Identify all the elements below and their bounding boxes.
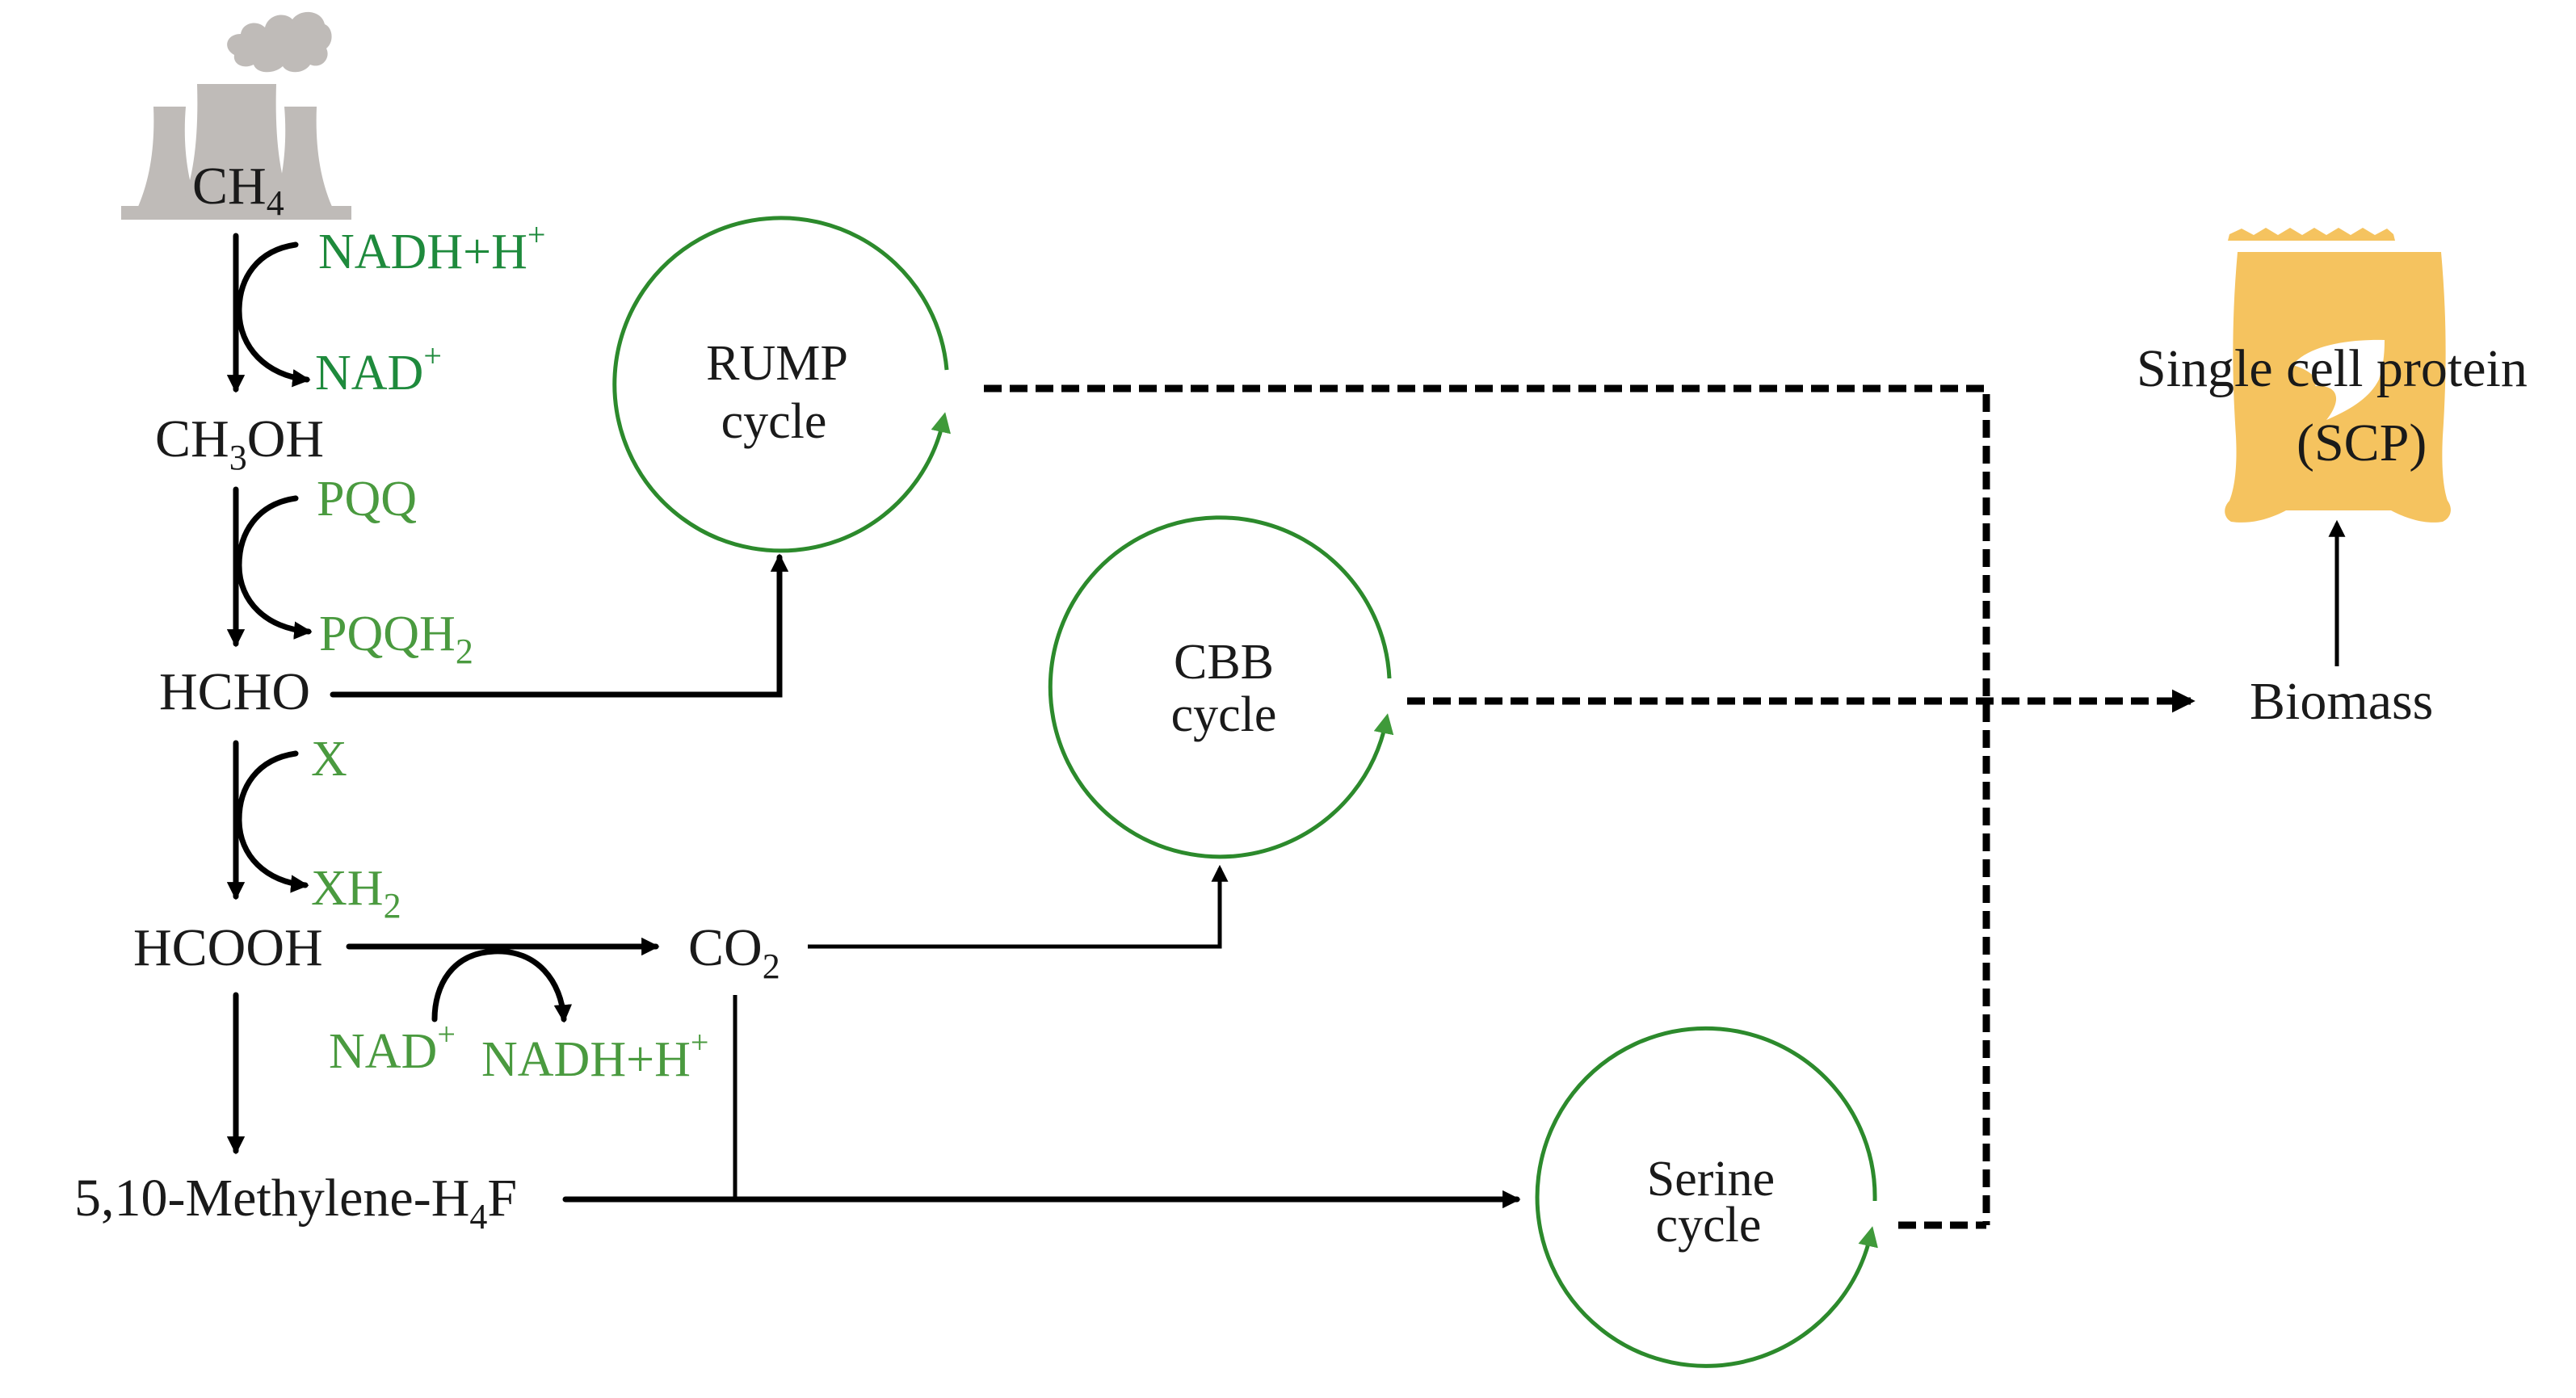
metabolite-hcho: HCHO — [159, 662, 310, 721]
smoke-icon — [227, 11, 332, 73]
arrow-hcho-to-rump — [330, 553, 789, 698]
cofactor-nad-step4: NAD+ — [329, 1016, 456, 1079]
center-tower — [181, 84, 292, 208]
cofactor-nadh-step1: NADH+H+ — [318, 216, 545, 279]
factory-base — [121, 206, 351, 220]
cofactor-nadh-step4: NADH+H+ — [481, 1024, 708, 1087]
right-tower — [273, 107, 333, 208]
cofactor-x: X — [311, 732, 347, 787]
cofactor-pqq: PQQ — [317, 472, 417, 527]
cofactor-arc-step4 — [431, 948, 573, 1023]
left-tower — [137, 107, 199, 208]
rump-cycle-ring — [612, 216, 951, 553]
cbb-cycle-label-2: cycle — [1171, 687, 1277, 742]
metabolite-biomass: Biomass — [2250, 672, 2433, 731]
rump-cycle: RUMP cycle — [612, 216, 951, 553]
leaf-icon — [2292, 339, 2385, 420]
serine-cycle-ring — [1535, 1026, 1878, 1368]
arrow-co2-to-cbb — [808, 864, 1229, 949]
product-scp-label: Single cell protein — [2137, 339, 2528, 398]
cbb-cycle: CBB cycle — [1048, 515, 1394, 859]
cofactor-arc-step2 — [236, 495, 313, 640]
rump-cycle-label: RUMP — [706, 336, 848, 391]
cbb-cycle-label: CBB — [1174, 635, 1274, 690]
bag-top-strip — [2228, 228, 2395, 241]
metabolite-ch3oh: CH3OH — [155, 409, 324, 477]
serine-cycle-label: Serine — [1647, 1152, 1775, 1207]
rump-cycle-label-2: cycle — [721, 394, 827, 449]
dashed-rump-to-biomass — [984, 384, 1990, 1225]
serine-cycle: Serine cycle — [1535, 1026, 1878, 1368]
product-scp-abbrev: (SCP) — [2297, 414, 2427, 472]
metabolite-co2: CO2 — [688, 918, 780, 986]
cofactor-arc-step1 — [236, 241, 311, 388]
factory-icon — [121, 11, 351, 220]
metabolite-methylene-h4f: 5,10-Methylene-H4F — [74, 1169, 517, 1236]
cbb-cycle-ring — [1048, 515, 1394, 859]
metabolite-ch4: CH4 — [192, 157, 284, 223]
serine-cycle-label-2: cycle — [1656, 1198, 1762, 1253]
cofactor-arc-step3 — [236, 750, 309, 893]
cofactor-xh2: XH2 — [311, 861, 401, 926]
metabolite-hcooh: HCOOH — [133, 918, 323, 977]
feed-bag-icon — [2225, 228, 2451, 523]
cofactor-pqqh2: PQQH2 — [319, 607, 473, 671]
cofactor-nad-step1: NAD+ — [315, 338, 442, 401]
